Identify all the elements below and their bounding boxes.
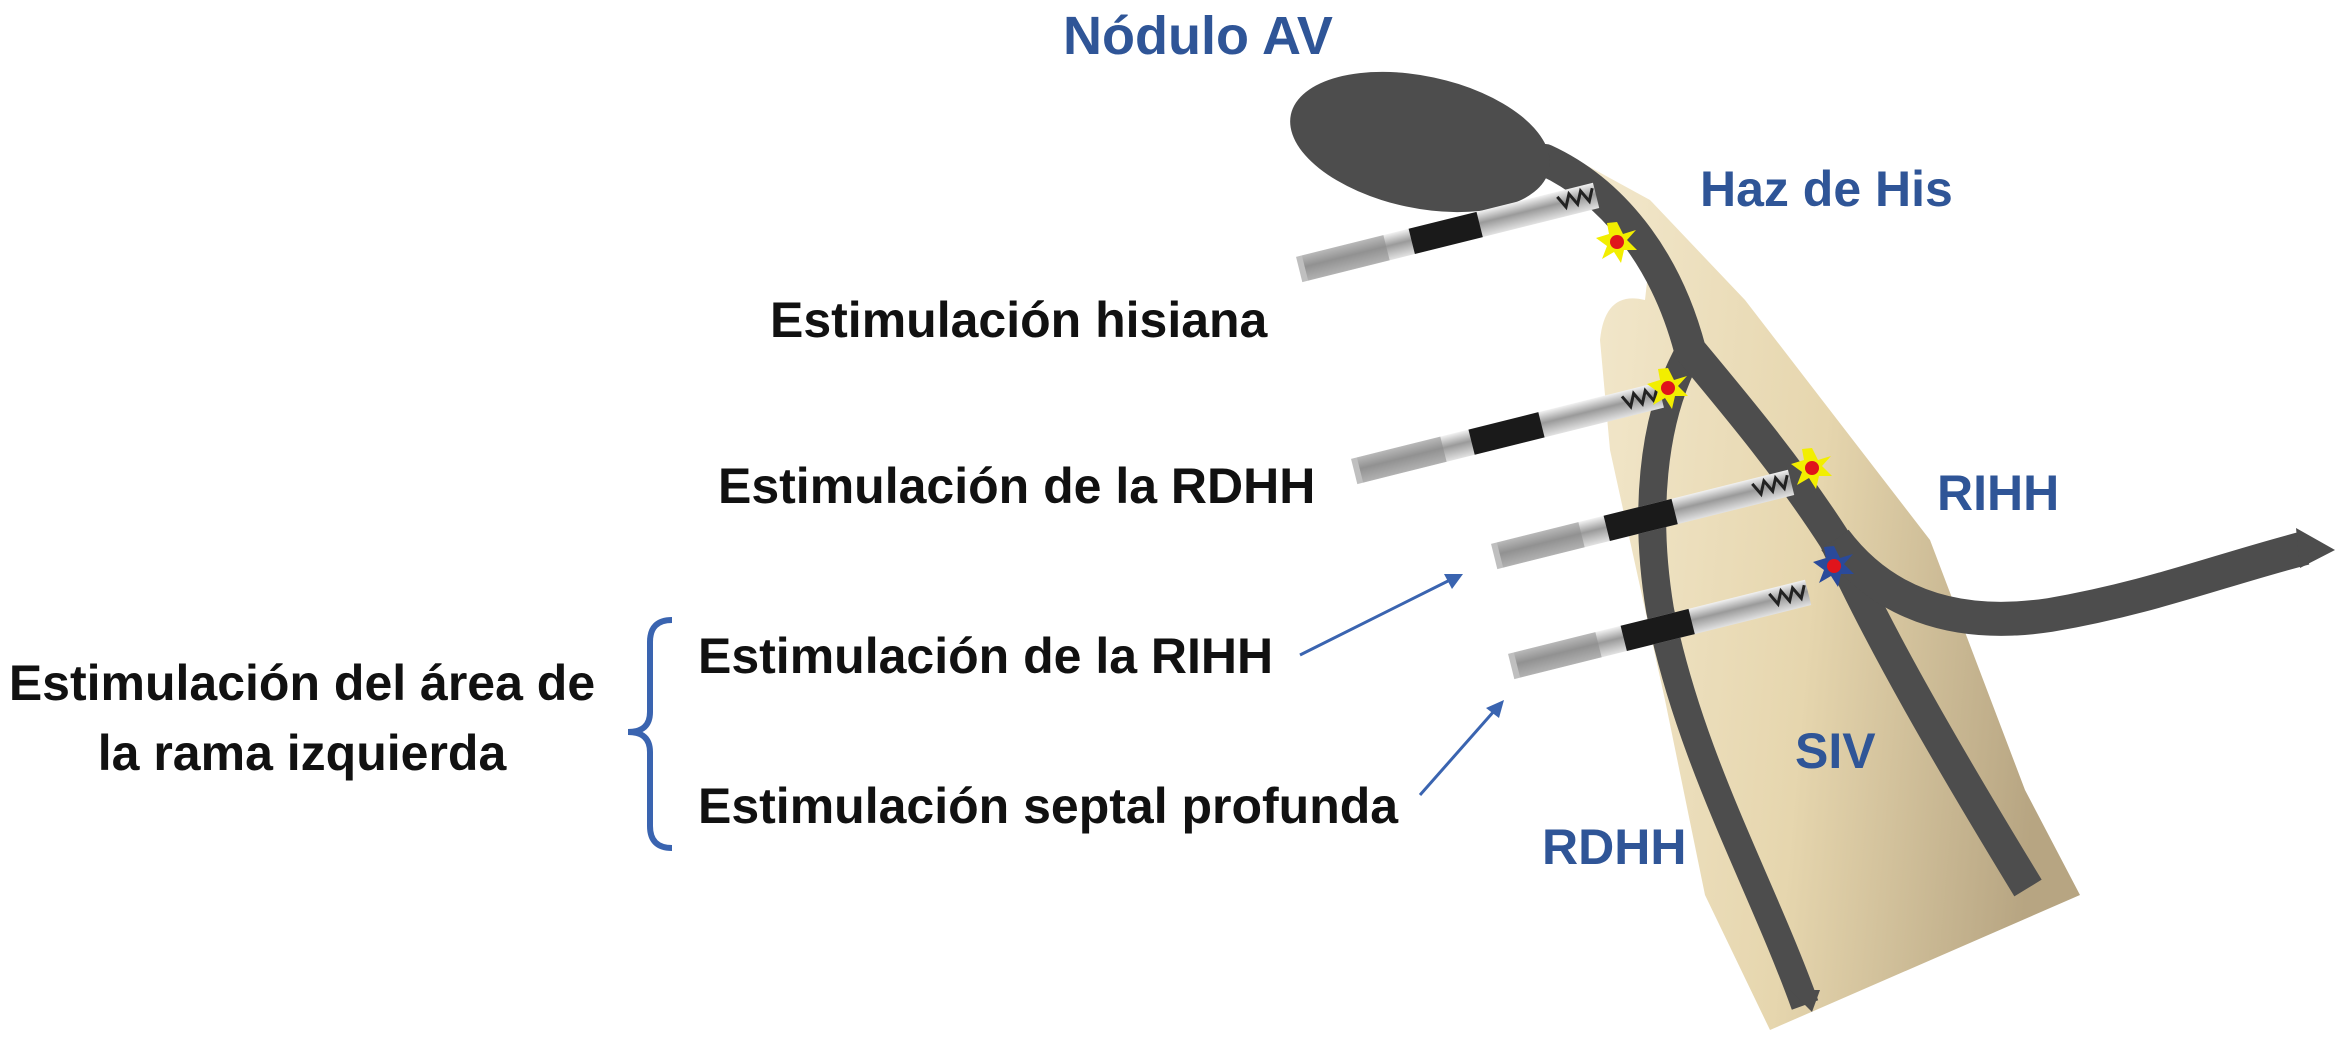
noncapture-burst-septal <box>1813 546 1854 587</box>
lead-his <box>1296 182 1600 283</box>
label-rbb-pacing: Estimulación de la RDHH <box>718 458 1315 514</box>
his-bundle <box>1529 144 1851 556</box>
left-bundle-tip <box>2296 528 2335 568</box>
label-septum: SIV <box>1795 723 1876 779</box>
label-right-bundle: RDHH <box>1542 819 1686 875</box>
screw-helix <box>1768 584 1806 608</box>
label-his-bundle: Haz de His <box>1700 161 1953 217</box>
label-group-line1: Estimulación del área de <box>9 655 595 711</box>
label-his-pacing: Estimulación hisiana <box>770 292 1269 348</box>
screw-helix <box>1620 387 1659 410</box>
label-av-node: Nódulo AV <box>1063 6 1333 66</box>
arrow-lbb <box>1299 574 1463 657</box>
screw-helix <box>1751 474 1789 498</box>
lead-rbb <box>1351 382 1664 485</box>
group-bracket <box>627 617 673 851</box>
label-deep-septal-pacing: Estimulación septal profunda <box>698 778 1399 834</box>
arrow-deep-septal <box>1418 700 1504 796</box>
capture-burst-his <box>1596 222 1637 263</box>
interventricular-septum <box>1555 148 2080 1030</box>
left-bundle-branch <box>1821 529 2310 636</box>
screw-helix <box>1556 187 1594 211</box>
av-node <box>1290 71 1550 213</box>
lead-lbb <box>1491 469 1795 570</box>
lead-deep-septal <box>1508 579 1812 680</box>
capture-burst-lbb <box>1791 448 1832 489</box>
capture-burst-rbb <box>1647 368 1688 409</box>
label-group-line2: la rama izquierda <box>98 725 508 781</box>
right-bundle-tip <box>1790 990 1820 1012</box>
label-lbb-pacing: Estimulación de la RIHH <box>698 628 1273 684</box>
label-left-bundle: RIHH <box>1937 465 2059 521</box>
